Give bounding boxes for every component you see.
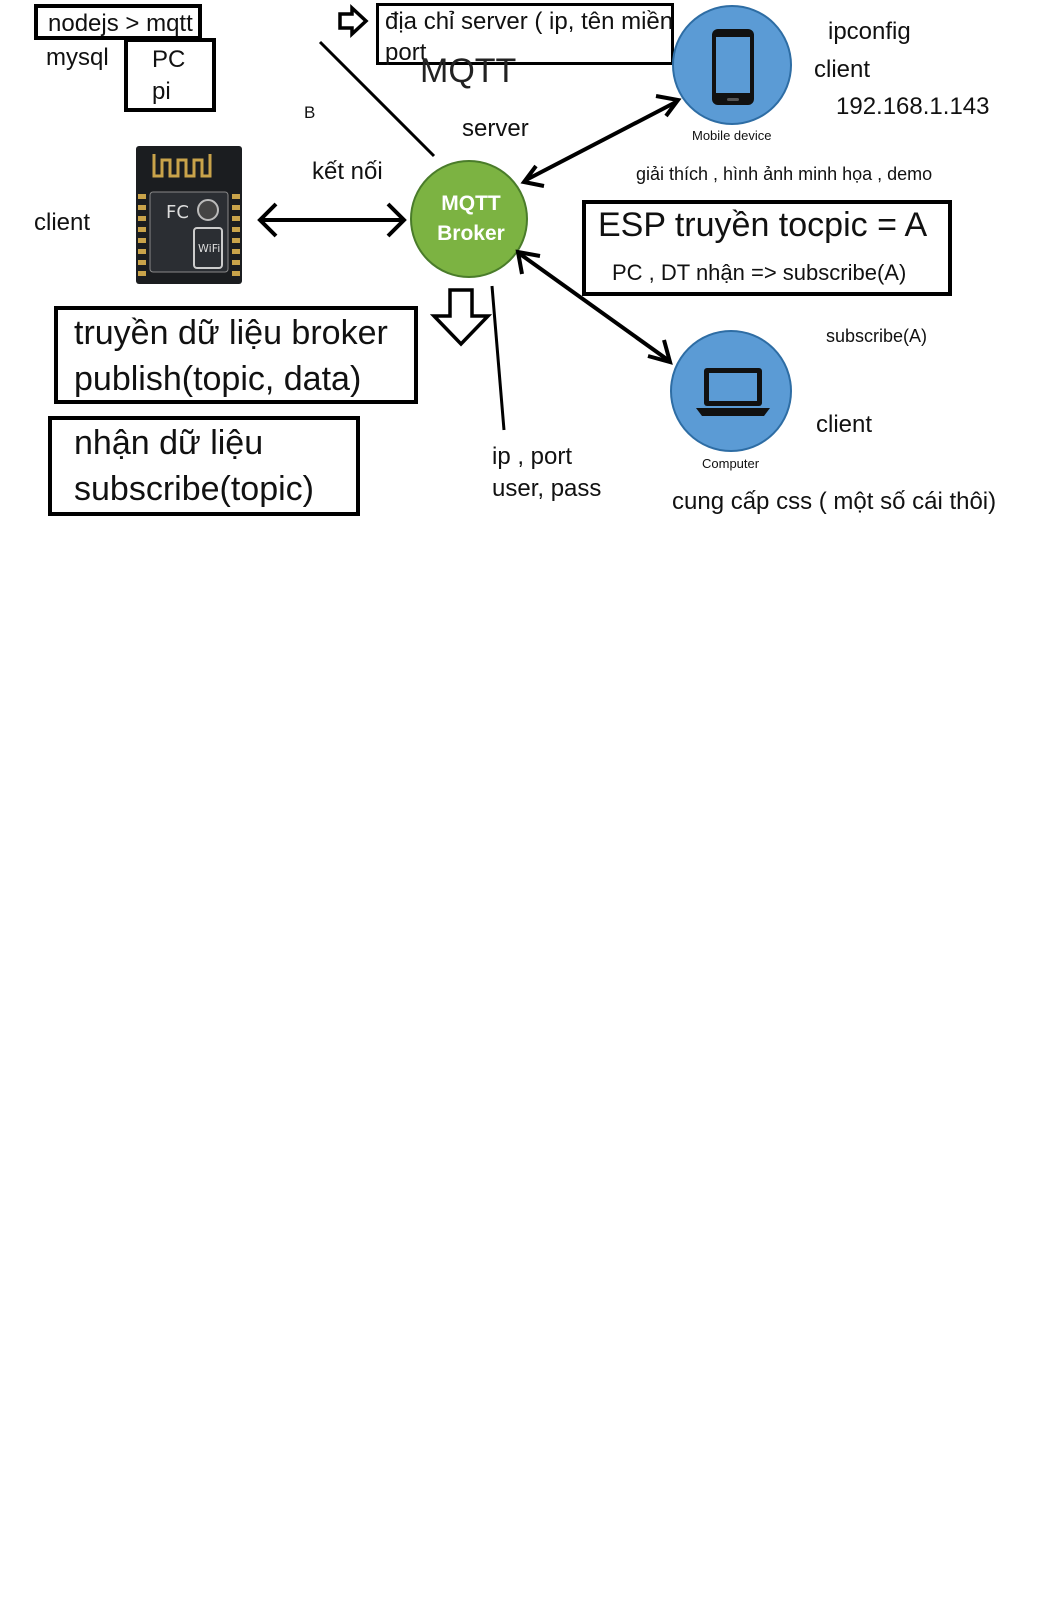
server-address-box: địa chỉ server ( ip, tên miền port — [376, 3, 674, 66]
computer-arrowhead — [647, 339, 673, 365]
server-address-line2: port — [385, 39, 427, 66]
laptop-icon — [696, 368, 770, 416]
publish-line2: publish(topic, data) — [74, 360, 362, 398]
broker-credentials-line — [490, 285, 506, 431]
computer-label: Computer — [702, 456, 760, 471]
broker-left-arrowhead — [386, 202, 407, 238]
esp-arrowhead — [257, 202, 278, 238]
ip-port-label: ip , port — [492, 443, 573, 470]
nodejs-mqtt-label: nodejs > mqtt — [48, 10, 193, 37]
mqtt-broker-node: MQTT Broker — [410, 160, 528, 278]
broker-computer-arrow — [518, 252, 670, 362]
subscribe-line1: nhận dữ liệu — [74, 424, 264, 462]
pc-pi-box: PC pi — [124, 38, 216, 112]
ip-address-label: 192.168.1.143 — [836, 93, 990, 120]
ipconfig-label: ipconfig — [828, 18, 911, 45]
nodejs-broker-line — [318, 40, 436, 158]
mobile-device-label: Mobile device — [692, 128, 772, 143]
b-label: B — [304, 103, 316, 122]
nodejs-mqtt-box: nodejs > mqtt — [34, 4, 202, 40]
explanation-note: giải thích , hình ảnh minh họa , demo — [636, 164, 933, 184]
esp-topic-label: ESP truyền tocpic = A — [598, 206, 928, 244]
publish-box: truyền dữ liệu broker publish(topic, dat… — [54, 306, 418, 404]
esp-topic-box: ESP truyền tocpic = A PC , DT nhận => su… — [582, 200, 952, 296]
pc-label: PC — [152, 46, 186, 73]
ket-noi-label: kết nối — [312, 158, 383, 185]
hollow-down-arrow — [429, 288, 493, 347]
pi-label: pi — [152, 78, 171, 105]
subscribe-box: nhận dữ liệu subscribe(topic) — [48, 416, 360, 516]
hollow-right-arrow — [338, 3, 369, 39]
broker-bottom-arrowhead — [515, 249, 541, 275]
esp8266-module-icon: FC WiFi — [134, 144, 244, 286]
mobile-device-node — [672, 5, 792, 125]
user-pass-label: user, pass — [492, 475, 602, 502]
broker-label-line2: Broker — [437, 222, 505, 245]
svg-text:FC: FC — [166, 202, 189, 223]
computer-node — [670, 330, 792, 452]
subscribe-a-label: subscribe(A) — [826, 326, 928, 346]
client-left-label: client — [34, 209, 91, 236]
client-mobile-label: client — [814, 56, 871, 83]
mobile-arrowhead — [655, 94, 682, 118]
server-label: server — [462, 115, 529, 142]
mysql-label: mysql — [46, 44, 109, 71]
mqtt-title: MQTT — [420, 52, 517, 90]
connector-layer — [257, 3, 682, 431]
subscribe-line2: subscribe(topic) — [74, 470, 314, 508]
broker-top-arrowhead — [520, 164, 545, 188]
client-computer-label: client — [816, 411, 873, 438]
smartphone-icon — [712, 29, 754, 105]
broker-mobile-arrow — [525, 100, 677, 182]
publish-line1: truyền dữ liệu broker — [74, 314, 388, 352]
server-address-line1: địa chỉ server ( ip, tên miền — [385, 8, 674, 35]
broker-label-line1: MQTT — [441, 192, 501, 215]
pc-dt-subscribe-label: PC , DT nhận => subscribe(A) — [612, 260, 907, 285]
svg-text:WiFi: WiFi — [198, 242, 220, 255]
cung-cap-css-label: cung cấp css ( một số cái thôi) — [672, 488, 997, 515]
